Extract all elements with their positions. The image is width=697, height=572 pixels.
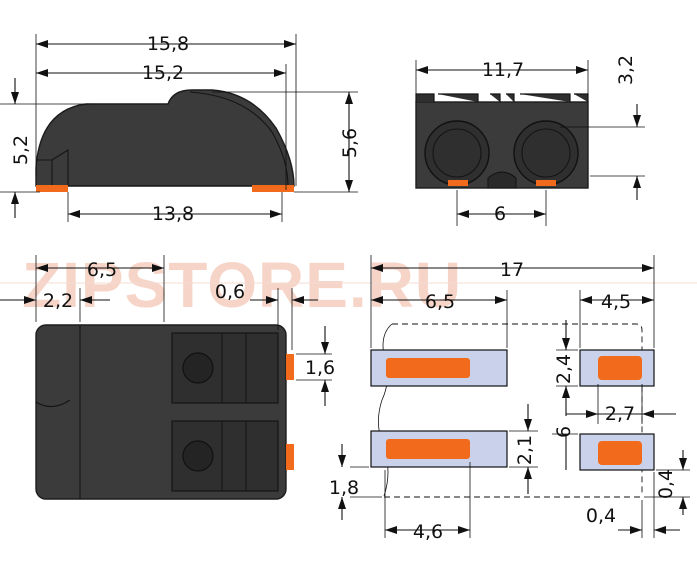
dim-top-first-offset: 2,2	[43, 290, 73, 312]
dim-footprint-pad-span: 6,5	[425, 291, 455, 313]
top-view: 6,5 2,2 0,6 1,6	[0, 255, 335, 500]
top-hole-lower	[182, 440, 214, 472]
dim-overall-length: 15,8	[147, 33, 189, 55]
dim-footprint-left-length: 4,6	[413, 521, 443, 543]
front-center-web	[487, 171, 517, 189]
dim-top-length: 6,5	[87, 259, 117, 281]
pad-right-lower-contact	[598, 441, 642, 465]
dim-top-gap: 0,6	[215, 281, 245, 303]
front-contact-right	[536, 180, 556, 186]
arrow	[633, 115, 641, 188]
dim-footprint-clearance-bottom: 0,4	[655, 469, 677, 499]
dim-top-pin-width: 1,6	[305, 357, 335, 379]
dim-footprint-clearance-side: 0,4	[586, 505, 616, 527]
front-opening-right-inner	[521, 128, 571, 178]
arrow	[562, 338, 570, 398]
watermark: ZIPSTORE.RU	[22, 249, 462, 321]
dim-height-total: 5,6	[339, 128, 361, 158]
dim-front-width: 11,7	[482, 59, 524, 81]
side-contact-left	[36, 185, 68, 192]
dim-footprint-right-span: 4,5	[601, 291, 631, 313]
top-pin-upper	[286, 354, 294, 380]
dim-footprint-left-pad-height: 2,1	[514, 435, 536, 465]
dim-footprint-offset-left: 1,8	[329, 477, 359, 499]
front-opening-right	[513, 120, 579, 186]
arrow	[321, 342, 329, 392]
front-opening-left	[424, 120, 490, 186]
dim-footprint-total: 17	[500, 259, 524, 281]
pad-left-upper-contact	[386, 358, 470, 378]
pad-right-upper-contact	[598, 356, 642, 380]
dim-front-pitch: 6	[494, 203, 506, 225]
arrow	[345, 92, 353, 192]
side-step	[36, 149, 69, 186]
pad-left-lower-contact	[386, 439, 470, 459]
top-hole-upper	[182, 352, 214, 384]
arrow	[524, 419, 532, 479]
side-view: 15,8 15,2 13,8 5,2 5,6	[0, 33, 361, 225]
arrow	[266, 296, 304, 304]
dim-footprint-pad-height: 2,4	[553, 354, 575, 384]
arrow	[630, 526, 666, 534]
arrow	[338, 455, 346, 509]
side-contact-right	[252, 185, 294, 192]
dim-upper-length: 15,2	[142, 62, 184, 84]
dim-height-left: 5,2	[10, 135, 32, 165]
front-contact-left	[448, 180, 468, 186]
dim-base-length: 13,8	[152, 203, 194, 225]
dim-front-top-offset: 3,2	[615, 55, 637, 85]
break-outline	[392, 323, 643, 494]
dim-footprint-pitch: 6	[553, 426, 575, 438]
arrow	[679, 458, 687, 509]
side-housing	[35, 89, 295, 187]
dim-footprint-pad-width: 2,7	[605, 403, 635, 425]
top-pin-lower	[286, 444, 294, 470]
top-groove	[35, 399, 71, 408]
front-opening-left-inner	[432, 128, 482, 178]
footprint-view: 17 6,5 4,5 2,4 2,7 6 2,1 1,8 4,6 0,4 0,4	[329, 255, 690, 543]
front-top-ribs	[415, 93, 589, 102]
front-view: 11,7 6 3,2	[415, 55, 645, 226]
